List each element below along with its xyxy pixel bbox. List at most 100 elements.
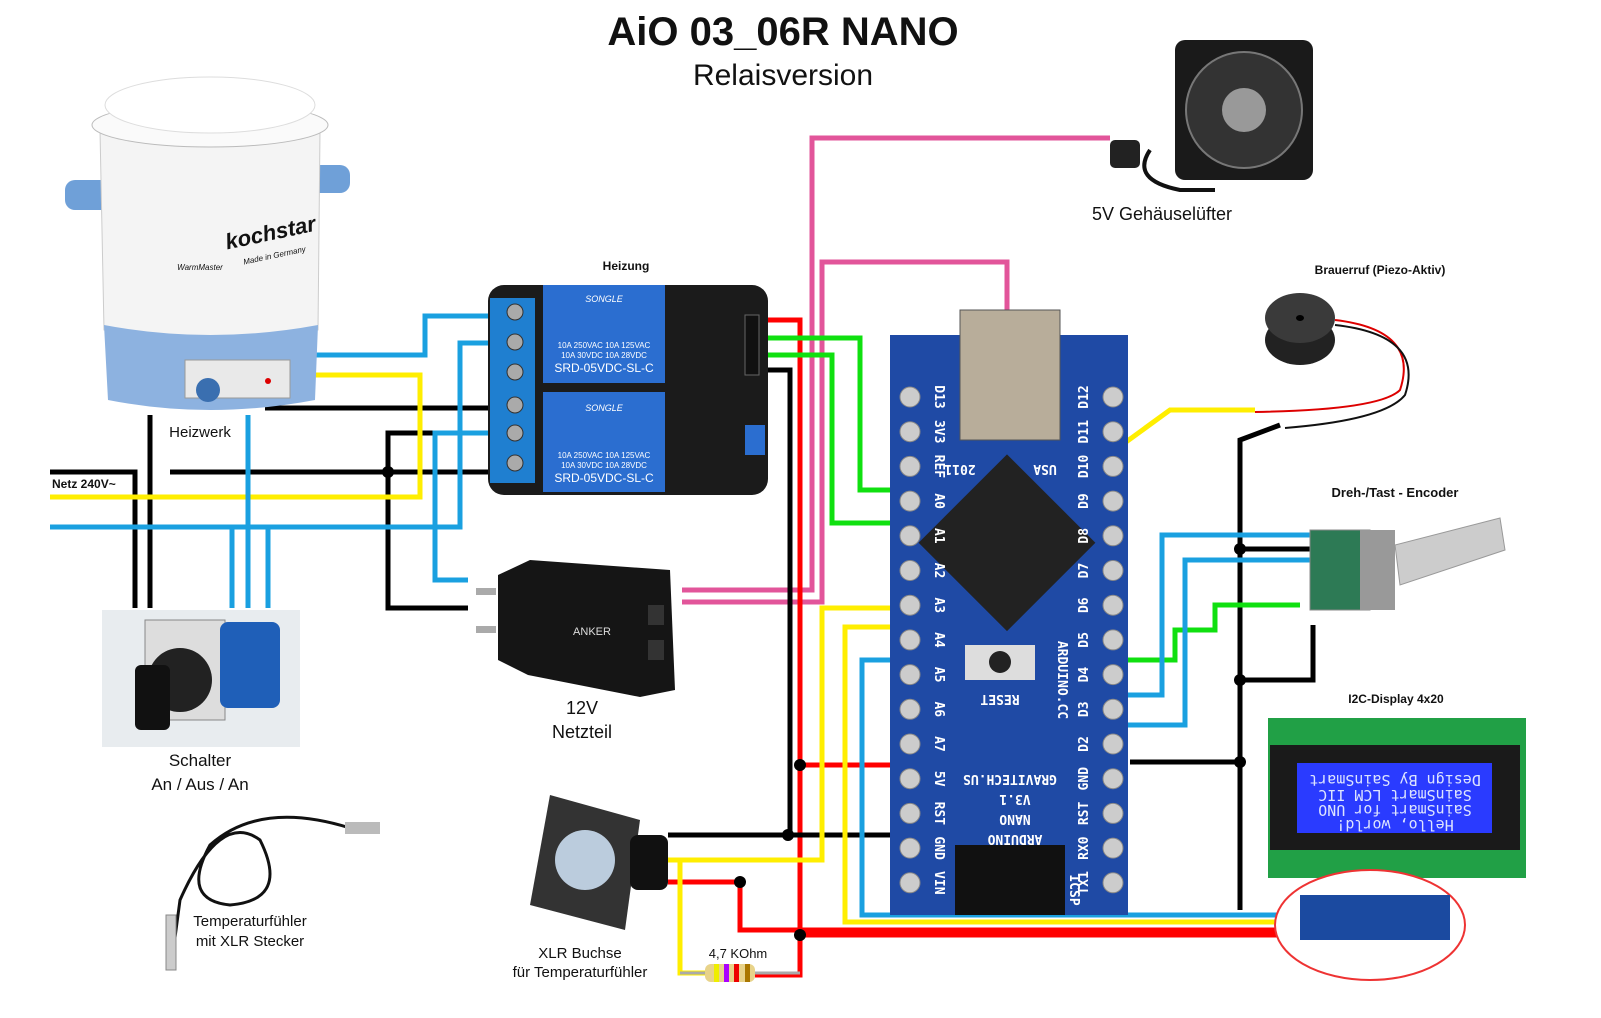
nano-pin-hole (899, 802, 921, 824)
lcd-line: Design By SainSmart (1309, 771, 1481, 789)
nano-pin-label-d13: D13 (931, 385, 946, 408)
svg-text:SRD-05VDC-SL-C: SRD-05VDC-SL-C (554, 471, 654, 485)
diagram-subtitle: Relaisversion (693, 59, 873, 92)
svg-text:Netzteil: Netzteil (552, 722, 612, 742)
pink-wire (682, 135, 1110, 593)
nano-pin-label-rx0: RX0 (1077, 836, 1092, 860)
nano-pin-label-a4: A4 (931, 632, 946, 648)
nano-pin-label-a2: A2 (931, 563, 946, 579)
resistor (680, 964, 800, 982)
resistor-label: 4,7 KOhm (709, 946, 768, 961)
nano-pin-hole (1102, 802, 1124, 824)
anker-logo: ANKER (573, 626, 611, 638)
nano-pin-hole (1102, 629, 1124, 651)
nano-pin-hole (899, 768, 921, 790)
svg-text:SRD-05VDC-SL-C: SRD-05VDC-SL-C (554, 361, 654, 375)
nano-pin-label-d9: D9 (1077, 493, 1092, 509)
nano-board-text: GRAVITECH.US (963, 771, 1057, 786)
blue-wire (1115, 557, 1310, 728)
green-wire (760, 335, 912, 493)
wire-junction (1234, 674, 1246, 686)
red-wire (760, 317, 1310, 938)
nano-pin-hole (1102, 872, 1124, 894)
svg-text:XLR Buchse: XLR Buchse (538, 945, 621, 962)
nano-pin-hole (1102, 525, 1124, 547)
yellow-wire (1113, 407, 1255, 453)
wire-junction (794, 929, 806, 941)
nano-pin-hole (1102, 768, 1124, 790)
svg-text:SONGLE: SONGLE (585, 403, 624, 413)
nano-pin-hole (899, 455, 921, 477)
black-wire (760, 367, 793, 835)
nano-pin-hole (899, 594, 921, 616)
nano-pin-label-3v3: 3V3 (931, 420, 946, 443)
psu-charger: ANKER (476, 560, 675, 697)
nano-board-text: ARDUINO.CC (1054, 641, 1069, 719)
i2c-backpack (1274, 869, 1466, 981)
nano-pin-hole (899, 733, 921, 755)
nano-pin-label-d7: D7 (1077, 563, 1092, 579)
nano-pin-label-d3: D3 (1077, 701, 1092, 717)
nano-board-text: NANO (999, 811, 1030, 826)
svg-text:10A 30VDC 10A 28VDC: 10A 30VDC 10A 28VDC (561, 351, 647, 360)
svg-text:10A 30VDC 10A 28VDC: 10A 30VDC 10A 28VDC (561, 461, 647, 470)
nano-board-text: ICSP (1066, 874, 1081, 905)
pink-wire (682, 259, 1010, 605)
svg-text:für Temperaturfühler: für Temperaturfühler (513, 964, 648, 981)
nano-pin-label-a5: A5 (931, 667, 946, 683)
black-wire (50, 469, 138, 608)
encoder-label: Dreh-/Tast - Encoder (1332, 485, 1459, 500)
netz-label: Netz 240V~ (52, 477, 116, 491)
nano-pin-hole (899, 837, 921, 859)
svg-text:10A 250VAC 10A 125VAC: 10A 250VAC 10A 125VAC (558, 451, 651, 460)
nano-pin-hole (1102, 594, 1124, 616)
svg-text:Temperaturfühler: Temperaturfühler (193, 913, 306, 930)
nano-pin-label-d10: D10 (1077, 454, 1092, 478)
nano-pin-hole (1102, 664, 1124, 686)
nano-pin-label-vin: VIN (931, 871, 946, 895)
nano-pin-label-d12: D12 (1077, 385, 1092, 408)
nano-board-text: RESET (980, 691, 1019, 706)
blue-wire (315, 313, 500, 358)
nano-pin-hole (1102, 421, 1124, 443)
nano-pin-label-d2: D2 (1077, 736, 1092, 752)
lcd-line: SainSmart LCM IIC (1318, 786, 1472, 804)
rotary-switch (102, 610, 300, 747)
nano-pin-hole (1102, 490, 1124, 512)
wire-junction (1234, 756, 1246, 768)
nano-pin-label-a6: A6 (931, 701, 946, 717)
nano-board-text: USA (1033, 461, 1057, 476)
wire-junction (782, 829, 794, 841)
yellow-wire (677, 860, 705, 976)
piezo-buzzer (1254, 293, 1410, 429)
nano-pin-hole (1102, 386, 1124, 408)
nano-pin-hole (899, 698, 921, 720)
svg-text:mit XLR Stecker: mit XLR Stecker (196, 933, 304, 950)
nano-pin-label-tx1: TX1 (1077, 871, 1092, 895)
green-wire (760, 352, 912, 526)
nano-pin-label-d6: D6 (1077, 597, 1092, 613)
piezo-label: Brauerruf (Piezo-Aktiv) (1315, 263, 1446, 277)
svg-text:12V: 12V (566, 698, 598, 718)
lcd-line: Hello, world! (1336, 816, 1453, 834)
nano-pin-hole (899, 525, 921, 547)
nano-pin-hole (1102, 560, 1124, 581)
nano-pin-hole (1102, 698, 1124, 720)
wire-junction (794, 759, 806, 771)
svg-text:WarmMaster: WarmMaster (177, 263, 223, 272)
yellow-wire (842, 624, 1310, 925)
green-wire (1115, 602, 1300, 663)
nano-pin-hole (899, 560, 921, 581)
nano-pin-hole (899, 872, 921, 894)
nano-pin-hole (1102, 455, 1124, 477)
nano-board-text: ARDUINO (987, 831, 1042, 846)
nano-pin-hole (899, 664, 921, 686)
rotary-encoder (1309, 517, 1506, 611)
black-wire (1237, 422, 1281, 910)
nano-pin-label-d11: D11 (1077, 420, 1092, 444)
nano-pin-hole (899, 421, 921, 443)
nano-pin-label-d5: D5 (1077, 632, 1092, 648)
lcd-line: SainSmart for UNO (1318, 801, 1472, 819)
